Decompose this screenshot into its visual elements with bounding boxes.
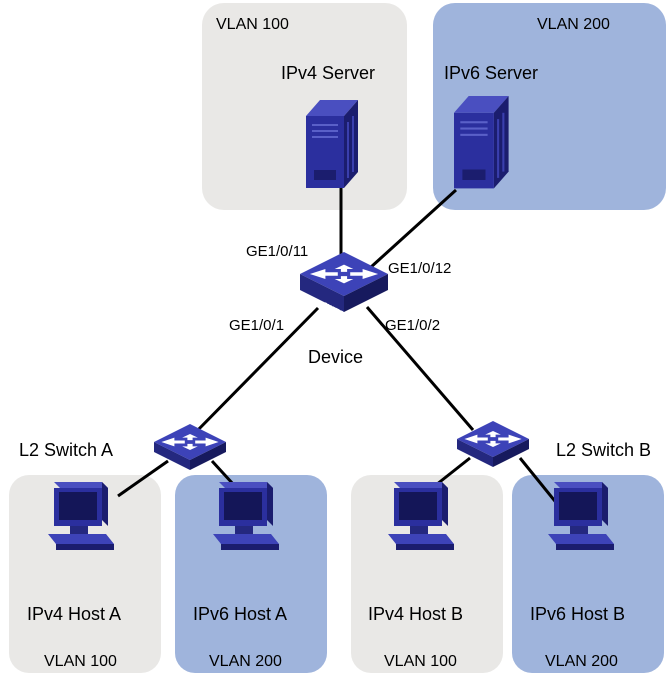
port-ge1-0-11-label: GE1/0/11	[246, 243, 308, 260]
vlan100-server-label: VLAN 100	[216, 16, 289, 33]
desktop-computer-icon	[388, 482, 454, 550]
layer3-switch-icon: SWITCH	[300, 252, 388, 320]
port-ge1-0-1-label: GE1/0/1	[229, 317, 284, 334]
vlan200-server-label: VLAN 200	[537, 16, 610, 33]
link-ipv4-host-a	[117, 459, 169, 498]
host-vlan-label: VLAN 200	[209, 653, 282, 670]
desktop-computer-icon	[48, 482, 114, 550]
desktop-computer-icon	[213, 482, 279, 550]
switch-a-label: L2 Switch A	[19, 440, 113, 460]
host-name-label: IPv4 Host B	[368, 604, 463, 624]
host-vlan-label: VLAN 100	[384, 653, 457, 670]
link-switch-a	[191, 306, 320, 437]
server-tower-icon	[454, 96, 509, 189]
vlan200-host-b-zone	[512, 475, 664, 673]
host-vlan-label: VLAN 100	[44, 653, 117, 670]
links	[117, 186, 569, 517]
port-ge1-0-12-label: GE1/0/12	[388, 260, 451, 277]
host-name-label: IPv4 Host A	[27, 604, 121, 624]
link-ipv6-server	[358, 188, 458, 279]
core-device-label: Device	[308, 347, 363, 367]
desktop-computer-icon	[548, 482, 614, 550]
vlan100-host-b-zone	[351, 475, 503, 673]
host-name-label: IPv6 Host A	[193, 604, 287, 624]
server-tower-icon	[306, 100, 358, 188]
ipv4-server-label: IPv4 Server	[281, 63, 375, 83]
switch-b-label: L2 Switch B	[556, 440, 651, 460]
host-vlan-label: VLAN 200	[545, 653, 618, 670]
vlan100-host-a-zone	[9, 475, 161, 673]
link-switch-b	[365, 306, 475, 431]
ipv6-server-label: IPv6 Server	[444, 63, 538, 83]
port-ge1-0-2-label: GE1/0/2	[385, 317, 440, 334]
host-name-label: IPv6 Host B	[530, 604, 625, 624]
vlan200-host-a-zone	[175, 475, 327, 673]
vlan100-server-zone	[202, 3, 407, 210]
